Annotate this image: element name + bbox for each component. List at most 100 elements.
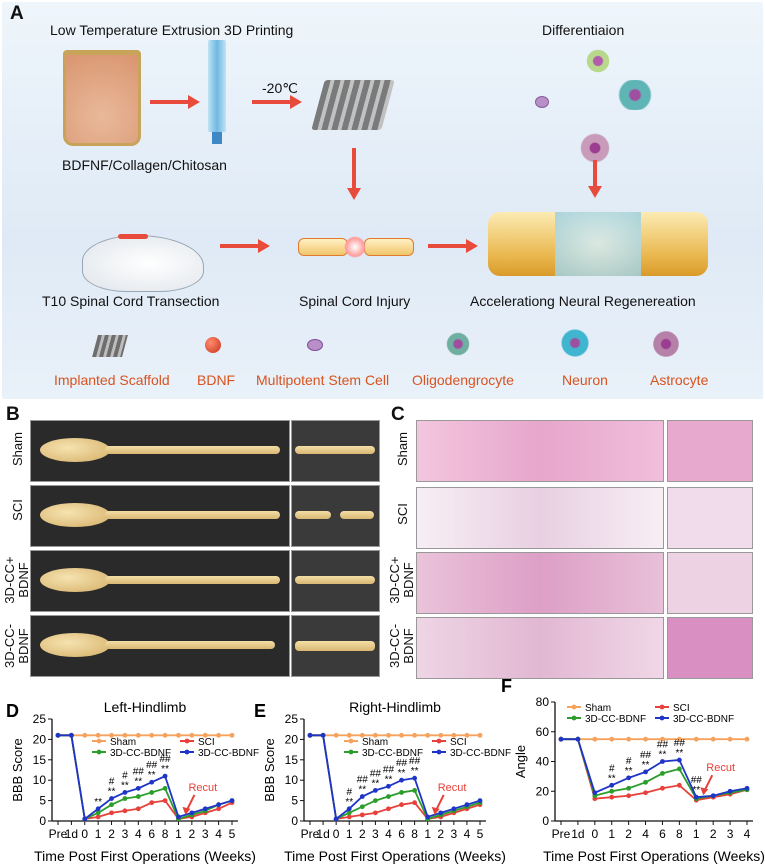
data-point-minus-f <box>575 736 581 742</box>
data-point-minus-e <box>320 732 326 738</box>
x-tick-label-f: 4 <box>744 827 751 841</box>
y-tick-label-e: 5 <box>291 794 298 808</box>
legend-marker-minus-f <box>659 715 665 721</box>
data-point-minus-e <box>425 814 431 820</box>
arrow-to-syringe <box>150 95 200 109</box>
x-tick-label-e: 4 <box>464 827 471 841</box>
oligodendrocyte-legend-icon <box>443 329 473 359</box>
x-tick-label-d: 8 <box>162 827 169 841</box>
data-point-plus-d <box>149 790 155 795</box>
significance-star-f: ** <box>625 766 633 777</box>
arrow-to-regeneration <box>428 239 478 253</box>
data-point-plus-e <box>372 798 378 803</box>
legend-label-astrocyte: Astrocyte <box>650 372 709 388</box>
syringe <box>208 40 226 132</box>
legend-marker-plus-e <box>348 749 354 755</box>
data-point-plus-e <box>386 794 391 799</box>
data-point-plus-e <box>399 790 404 795</box>
data-point-sham-d <box>176 732 181 738</box>
arrow-to-scaffold <box>252 95 302 109</box>
data-point-sham-e <box>333 732 339 738</box>
data-point-plus-f <box>609 788 615 794</box>
data-point-sham-f <box>592 736 598 742</box>
material-label: BDFNF/Collagen/Chitosan <box>62 157 227 173</box>
data-point-sham-d <box>149 732 155 738</box>
data-point-minus-f <box>660 759 665 764</box>
stem-cell-image <box>535 96 549 108</box>
data-point-minus-f <box>727 788 733 794</box>
x-axis-label-e: Time Post First Operations (Weeks) <box>284 848 506 864</box>
x-tick-label-e: 1 <box>424 827 431 841</box>
x-tick-label-f: 1d <box>571 827 584 841</box>
data-point-minus-e <box>451 806 457 812</box>
x-tick-label-f: 1 <box>608 827 615 841</box>
legend-label-sci-d: SCI <box>198 737 215 748</box>
significance-hash-f: ## <box>657 740 669 751</box>
x-tick-label-d: 3 <box>122 827 129 841</box>
significance-hash-e: ## <box>357 775 369 786</box>
x-tick-label-f: 2 <box>710 827 717 841</box>
data-point-sham-e <box>346 732 352 738</box>
scaffold-implant-zone <box>555 212 641 276</box>
panel-label-a: A <box>10 3 24 24</box>
transection-label: T10 Spinal Cord Transection <box>42 293 220 309</box>
significance-star-d: ** <box>161 764 169 775</box>
histology-3dcc-plus <box>416 552 664 614</box>
histology-zoom-3dcc-plus <box>667 552 753 614</box>
y-tick-label-d: 0 <box>39 814 46 828</box>
data-point-minus-e <box>359 794 365 799</box>
panel-label-c: C <box>391 404 405 425</box>
significance-hash-e: ## <box>370 768 382 779</box>
data-point-sham-f <box>660 736 665 742</box>
cord-3dcc-minus <box>105 641 275 649</box>
data-point-minus-d <box>176 814 181 820</box>
histology-3dcc-minus <box>416 617 664 679</box>
significance-star-f: ** <box>608 773 616 784</box>
data-point-sham-e <box>359 732 365 738</box>
x-tick-label-f: 0 <box>591 827 598 841</box>
data-point-minus-d <box>135 785 141 791</box>
y-tick-label-d: 15 <box>33 753 47 767</box>
data-point-sham-f <box>693 736 699 742</box>
y-tick-label-e: 25 <box>285 712 299 726</box>
data-point-minus-e <box>333 816 339 822</box>
data-point-sham-e <box>425 732 431 738</box>
x-tick-label-f: 2 <box>625 827 632 841</box>
significance-star-e: ** <box>358 785 366 796</box>
legend-marker-plus-d <box>96 749 102 755</box>
bdnf-legend-icon <box>205 337 221 353</box>
significance-hash-f: ## <box>640 750 652 761</box>
cord-zoom-sham <box>295 446 375 454</box>
data-point-sci-f <box>676 782 682 788</box>
significance-hash-e: ## <box>409 756 421 767</box>
significance-star-e: ** <box>411 766 419 777</box>
legend-label-minus-f: 3D-CC-BDNF <box>673 714 734 725</box>
data-point-plus-e <box>346 810 352 816</box>
y-tick-label-d: 10 <box>33 773 47 787</box>
cord-sci <box>105 511 280 519</box>
syringe-nozzle <box>212 132 222 144</box>
data-point-sham-d <box>135 732 141 738</box>
significance-star-d: ** <box>94 797 102 808</box>
printing-title: Low Temperature Extrusion 3D Printing <box>50 22 294 38</box>
x-tick-label-e: 1d <box>316 827 329 841</box>
significance-star-f: ** <box>692 785 700 796</box>
data-point-plus-d <box>162 785 168 791</box>
cord-3dcc-plus <box>105 576 280 584</box>
y-axis-label-e: BBB Score <box>262 738 277 802</box>
data-point-minus-d <box>55 732 61 738</box>
rat-injury-mark <box>118 234 148 239</box>
x-tick-label-e: Pre <box>301 827 320 841</box>
data-point-plus-f <box>626 785 632 791</box>
data-point-sham-e <box>464 732 470 738</box>
x-tick-label-e: 8 <box>411 827 418 841</box>
legend-marker-sci-d <box>184 738 190 744</box>
data-point-minus-d <box>162 773 168 779</box>
neuron-legend-icon <box>555 323 595 363</box>
arrow-to-injury <box>220 239 270 253</box>
x-tick-label-d: 6 <box>148 827 155 841</box>
data-point-minus-e <box>386 783 391 789</box>
histology-zoom-sci <box>667 487 753 549</box>
data-point-sci-f <box>609 794 615 800</box>
